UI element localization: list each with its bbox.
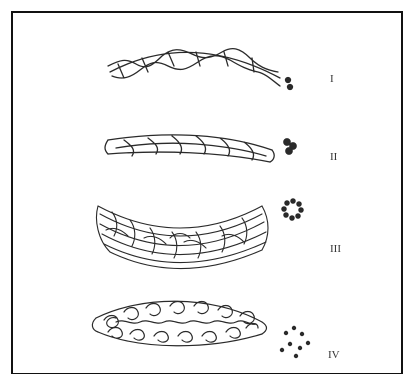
label-iii: III bbox=[330, 243, 341, 255]
row-ii-three-strand-rope bbox=[105, 135, 296, 162]
row-iv-coiled-fiber bbox=[92, 301, 309, 357]
label-iv: IV bbox=[328, 349, 340, 361]
label-i: I bbox=[330, 73, 334, 85]
figure-frame bbox=[12, 12, 402, 374]
label-ii: II bbox=[330, 151, 338, 163]
row-iii-rope-bundle bbox=[97, 199, 304, 269]
row-i-two-strand-rope bbox=[108, 49, 293, 90]
